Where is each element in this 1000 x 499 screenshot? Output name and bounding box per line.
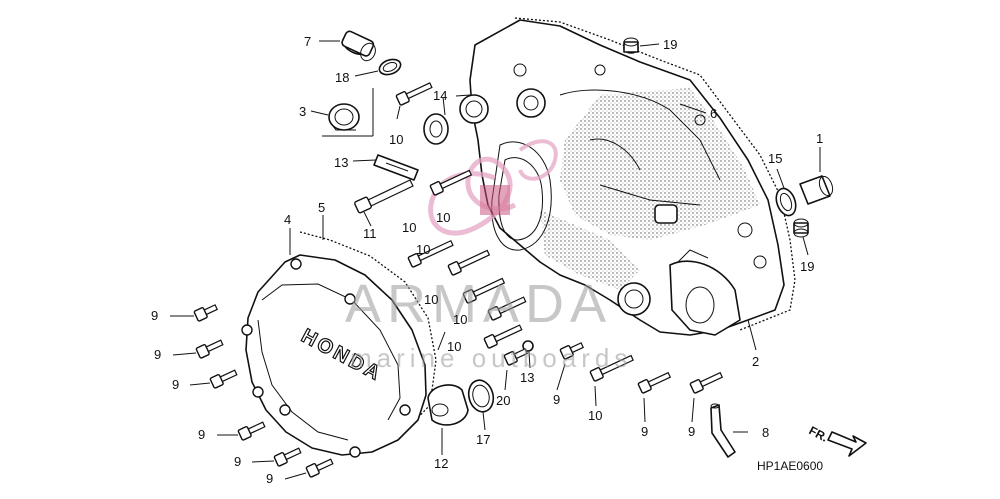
callout-5: 5 [318,200,325,215]
callout-9-d: 9 [198,427,205,442]
callout-9-g: 9 [553,392,560,407]
callout-10-c: 10 [402,220,416,235]
callout-9-e: 9 [234,454,241,469]
callout-4: 4 [284,212,291,227]
oil-seal-3 [328,103,360,131]
callout-13: 13 [520,370,534,385]
callout-15: 14 [433,88,447,103]
callout-8: 8 [762,425,769,440]
callout-11: 11 [363,226,377,241]
oil-seal-ring [423,113,449,145]
callout-10-d: 10 [416,242,430,257]
guide-plate-14 [373,154,419,181]
callout-10-e: 10 [424,292,438,307]
leader-lines [170,40,821,480]
callout-2: 2 [752,354,759,369]
breather-hose-8 [710,403,736,458]
callout-10-g: 10 [447,339,461,354]
long-bolt-11 [354,179,414,214]
callout-10-a: 10 [389,132,403,147]
callout-10-b: 10 [436,210,450,225]
callout-20: 20 [496,393,510,408]
bushing-1 [799,175,834,205]
callout-labels: 7 18 3 14 10 13 10 11 4 5 10 10 10 10 10… [151,34,823,486]
watermark-tagline: marine outboards [350,343,632,373]
callout-19-right: 19 [800,259,814,274]
watermark-brand: ARMADA [345,274,612,334]
callout-9-a: 9 [151,308,158,323]
front-direction-arrow: FR. [807,423,867,457]
callout-12: 12 [434,456,448,471]
diagram-code: HP1AE0600 [757,459,823,473]
callout-16: 15 [768,151,782,166]
crankcase-cover-right [459,17,796,336]
bolts [193,82,724,478]
callout-1: 1 [816,131,823,146]
callout-17: 17 [476,432,490,447]
o-ring-18 [378,58,402,76]
callout-14: 13 [334,155,348,170]
callout-7: 7 [304,34,311,49]
front-label: FR. [807,423,831,444]
callout-9-h: 9 [641,424,648,439]
dowel-collar-19-top [623,37,639,54]
callout-3: 3 [299,104,306,119]
callout-9-c: 9 [172,377,179,392]
o-ring-17 [467,379,495,413]
callout-9-f: 9 [266,471,273,486]
o-ring-16 [775,187,797,217]
drain-plug-12 [427,384,469,426]
callout-18: 18 [335,70,349,85]
callout-9-b: 9 [154,347,161,362]
callout-9-i: 9 [688,424,695,439]
callout-10-f: 10 [453,312,467,327]
oil-filler-cap [341,30,376,62]
clutch-cover: HONDA [241,231,437,458]
dowel-collar-19-right [793,218,809,238]
callout-10-h: 10 [588,408,602,423]
callout-6: 6 [710,106,717,121]
callout-19-top: 19 [663,37,677,52]
